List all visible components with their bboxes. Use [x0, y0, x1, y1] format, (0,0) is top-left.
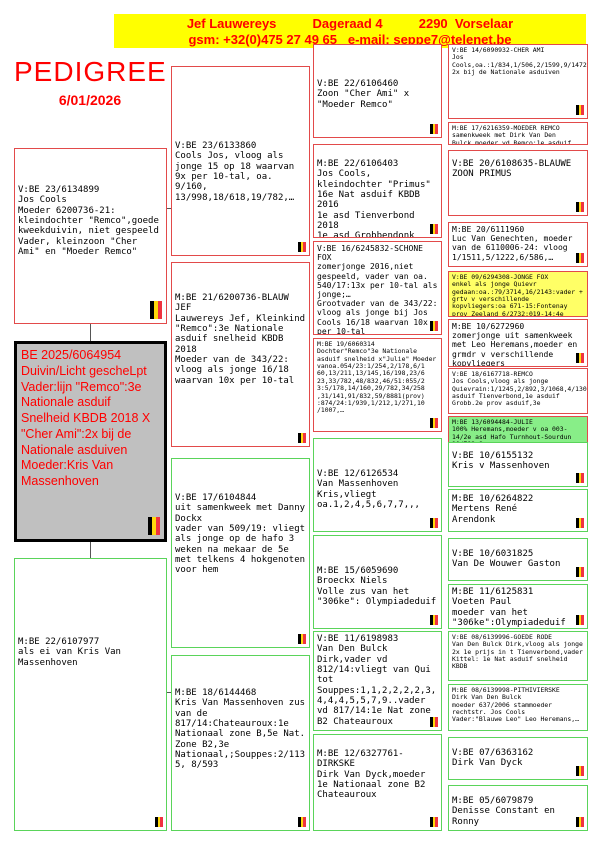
gen4-text-10: M:BE 10/6264822 Mertens René Arendonk	[452, 494, 534, 525]
gen4-text-11: V:BE 10/6031825 Van De Wouwer Gaston	[452, 549, 561, 570]
gen4-box-10: M:BE 10/6264822 Mertens René Arendonk	[448, 489, 588, 532]
belgian-flag-icon	[576, 202, 585, 212]
connector-line	[167, 692, 171, 693]
gen3-text-6: M:BE 15/6059690 Broeckx Niels Volle zus …	[317, 566, 437, 608]
gen4-text-2: M:BE 17/6216359-MOEDER REMCO samenkweek …	[452, 124, 572, 145]
sire-dam-box: M:BE 21/6200736-BLAUW JEF Lauwereys Jef,…	[171, 262, 310, 447]
belgian-flag-icon	[430, 817, 439, 827]
dam-dam-box: M:BE 18/6144468 Kris Van Massenhoven zus…	[171, 655, 310, 831]
gen4-box-7: V:BE 18/6167718-REMCO Jos Cools,vloog al…	[448, 368, 588, 414]
belgian-flag-icon	[576, 817, 585, 827]
subject-pigeon-text: BE 2025/6064954 Duivin/Licht gescheLpt V…	[21, 348, 151, 488]
belgian-flag-icon	[298, 242, 307, 252]
gen4-text-1: V:BE 14/6090932-CHER AMI Jos Cools,oa.:1…	[452, 46, 587, 77]
gen3-box-3: V:BE 16/6245832-SCHONE FOX zomerjonge 20…	[313, 241, 442, 335]
gen4-box-14: M:BE 08/6139998-PITHIVIERSKE Dirk Van De…	[448, 684, 588, 731]
gen4-box-16: M:BE 05/6079879 Denisse Constant en Ronn…	[448, 785, 588, 831]
gen3-box-1: V:BE 22/6106460 Zoon "Cher Ami" x "Moede…	[313, 44, 442, 138]
gen3-box-7: V:BE 11/6198983 Van Den Bulck Dirk,vader…	[313, 631, 442, 731]
gen3-text-2: M:BE 22/6106403 Jos Cools, kleindochter …	[317, 159, 431, 238]
belgian-flag-icon	[430, 615, 439, 625]
gen4-text-5: V:BE 09/6294308-JONGE FOX enkel als jong…	[452, 273, 583, 317]
gen4-box-13: V:BE 08/6139996-GOEDE RODE Van Den Bulck…	[448, 631, 588, 681]
gen4-box-12: M:BE 11/6125831 Voeten Paul moeder van h…	[448, 584, 588, 629]
connector-line	[167, 208, 171, 209]
gen4-box-6: M:BE 10/6272960 zomerjonge uit samenkwee…	[448, 319, 588, 367]
belgian-flag-icon	[576, 518, 585, 528]
gen4-box-4: M:BE 20/6111960 Luc Van Genechten, moede…	[448, 222, 588, 267]
dam-sire-text: V:BE 17/6104844 uit samenkweek met Danny…	[175, 493, 306, 576]
gen3-box-2: M:BE 22/6106403 Jos Cools, kleindochter …	[313, 144, 442, 238]
gen4-box-11: V:BE 10/6031825 Van De Wouwer Gaston	[448, 538, 588, 581]
belgian-flag-icon	[430, 321, 439, 331]
gen4-text-12: M:BE 11/6125831 Voeten Paul moeder van h…	[452, 587, 566, 629]
belgian-flag-icon	[430, 418, 439, 428]
belgian-flag-icon	[576, 473, 585, 483]
header-name-address: Jef Lauwereys Dageraad 4 2290 Vorselaar	[186, 16, 514, 31]
sire-sire-text: V:BE 23/6133860 Cools Jos, vloog als jon…	[175, 141, 295, 203]
belgian-flag-icon	[430, 717, 439, 727]
gen4-text-15: V:BE 07/6363162 Dirk Van Dyck	[452, 748, 534, 769]
gen3-box-4: M:BE 19/6060314 Dochter"Remco"3e Nationa…	[313, 338, 442, 432]
gen4-text-7: V:BE 18/6167718-REMCO Jos Cools,vloog al…	[452, 370, 588, 408]
gen4-text-9: V:BE 10/6155132 Kris v Massenhoven	[452, 451, 550, 472]
belgian-flag-icon	[576, 615, 585, 625]
subject-pigeon-box: BE 2025/6064954 Duivin/Licht gescheLpt V…	[14, 341, 167, 542]
gen3-text-7: V:BE 11/6198983 Van Den Bulck Dirk,vader…	[317, 634, 437, 727]
gen4-box-3: V:BE 20/6108635-BLAUWE ZOON PRIMUS	[448, 150, 588, 216]
gen4-box-1: V:BE 14/6090932-CHER AMI Jos Cools,oa.:1…	[448, 44, 588, 119]
gen4-box-9: V:BE 10/6155132 Kris v Massenhoven	[448, 442, 588, 487]
gen4-text-6: M:BE 10/6272960 zomerjonge uit samenkwee…	[452, 322, 578, 367]
gen4-box-2: M:BE 17/6216359-MOEDER REMCO samenkweek …	[448, 122, 588, 145]
sire-box: V:BE 23/6134899 Jos Cools Moeder 6200736…	[14, 148, 167, 324]
belgian-flag-icon	[298, 634, 307, 644]
belgian-flag-icon	[298, 433, 307, 443]
page-title: PEDIGREE	[14, 56, 167, 87]
connector-line	[90, 324, 91, 341]
belgian-flag-icon	[430, 224, 439, 234]
header-banner: Jef Lauwereys Dageraad 4 2290 Vorselaar …	[114, 14, 586, 48]
belgian-flag-icon	[430, 124, 439, 134]
header-contact: gsm: +32(0)475 27 49 65 e-mail: seppe7@t…	[188, 32, 512, 47]
belgian-flag-icon	[148, 517, 160, 535]
gen4-text-3: V:BE 20/6108635-BLAUWE ZOON PRIMUS	[452, 159, 577, 180]
gen3-text-8: M:BE 12/6327761-DIRKSKE Dirk Van Dyck,mo…	[317, 749, 426, 801]
belgian-flag-icon	[430, 518, 439, 528]
belgian-flag-icon	[576, 105, 585, 115]
gen3-text-1: V:BE 22/6106460 Zoon "Cher Ami" x "Moede…	[317, 79, 410, 110]
gen3-box-8: M:BE 12/6327761-DIRKSKE Dirk Van Dyck,mo…	[313, 734, 442, 831]
sire-sire-box: V:BE 23/6133860 Cools Jos, vloog als jon…	[171, 66, 310, 256]
dam-text: M:BE 22/6107977 als ei van Kris Van Mass…	[18, 637, 121, 668]
sire-text: V:BE 23/6134899 Jos Cools Moeder 6200736…	[18, 185, 159, 258]
gen3-text-4: M:BE 19/6060314 Dochter"Remco"3e Nationa…	[317, 340, 437, 415]
dam-dam-text: M:BE 18/6144468 Kris Van Massenhoven zus…	[175, 688, 306, 771]
gen4-text-4: M:BE 20/6111960 Luc Van Genechten, moede…	[452, 225, 573, 262]
gen4-box-5: V:BE 09/6294308-JONGE FOX enkel als jong…	[448, 271, 588, 317]
gen3-box-6: M:BE 15/6059690 Broeckx Niels Volle zus …	[313, 535, 442, 629]
belgian-flag-icon	[298, 817, 307, 827]
belgian-flag-icon	[576, 766, 585, 776]
belgian-flag-icon	[155, 817, 164, 827]
gen4-text-14: M:BE 08/6139998-PITHIVIERSKE Dirk Van De…	[452, 686, 579, 724]
gen3-text-3: V:BE 16/6245832-SCHONE FOX zomerjonge 20…	[317, 244, 438, 335]
gen3-box-5: V:BE 12/6126534 Van Massenhoven Kris,vli…	[313, 438, 442, 532]
gen4-box-15: V:BE 07/6363162 Dirk Van Dyck	[448, 737, 588, 780]
gen3-text-5: V:BE 12/6126534 Van Massenhoven Kris,vli…	[317, 469, 420, 511]
dam-box: M:BE 22/6107977 als ei van Kris Van Mass…	[14, 558, 167, 831]
gen4-text-16: M:BE 05/6079879 Denisse Constant en Ronn…	[452, 796, 555, 827]
connector-line	[90, 542, 91, 558]
belgian-flag-icon	[150, 301, 162, 319]
gen4-text-13: V:BE 08/6139996-GOEDE RODE Van Den Bulck…	[452, 633, 583, 671]
dam-sire-box: V:BE 17/6104844 uit samenkweek met Danny…	[171, 458, 310, 648]
belgian-flag-icon	[576, 567, 585, 577]
belgian-flag-icon	[576, 253, 585, 263]
belgian-flag-icon	[576, 353, 585, 363]
pedigree-date: 6/01/2026	[58, 92, 122, 108]
sire-dam-text: M:BE 21/6200736-BLAUW JEF Lauwereys Jef,…	[175, 293, 306, 386]
